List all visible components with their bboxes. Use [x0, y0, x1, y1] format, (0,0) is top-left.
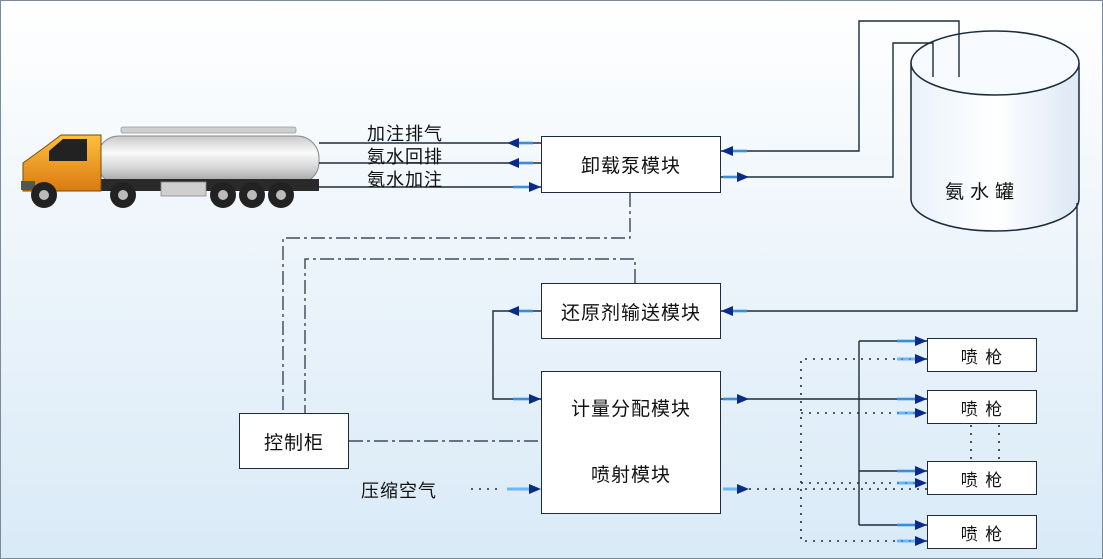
reductant-transfer-module[interactable]: 还原剂输送模块 [541, 283, 721, 339]
unload-pump-module[interactable]: 卸载泵模块 [541, 136, 721, 193]
injection-label: 喷射模块 [590, 464, 671, 486]
metering-injection-module[interactable]: 计量分配模块 喷射模块 [541, 371, 721, 514]
nozzle-label: 喷 枪 [960, 347, 1004, 368]
reductant-transfer-label: 还原剂输送模块 [560, 301, 701, 324]
nozzle-label: 喷 枪 [960, 524, 1004, 545]
nozzle-label: 喷 枪 [960, 399, 1004, 420]
fill-vent-label: 加注排气 [367, 124, 443, 145]
nozzle-3[interactable]: 喷 枪 [927, 461, 1037, 495]
control-cabinet[interactable]: 控制柜 [239, 413, 349, 469]
control-cabinet-label: 控制柜 [263, 431, 324, 454]
metering-label: 计量分配模块 [570, 398, 691, 420]
nozzle-label: 喷 枪 [960, 470, 1004, 491]
flow-arrow-icon [507, 138, 927, 546]
ammonia-return-label: 氨水回排 [367, 147, 443, 168]
nozzle-2[interactable]: 喷 枪 [927, 390, 1037, 424]
ammonia-fill-label: 氨水加注 [367, 170, 443, 191]
tank-label: 氨水罐 [945, 181, 1021, 203]
unload-pump-label: 卸载泵模块 [580, 155, 681, 177]
nozzle-1[interactable]: 喷 枪 [927, 338, 1037, 372]
nozzle-4[interactable]: 喷 枪 [927, 515, 1037, 549]
tanker-truck-icon [21, 126, 320, 208]
compressed-air-label: 压缩空气 [361, 481, 437, 502]
storage-tank-icon [910, 30, 1080, 232]
